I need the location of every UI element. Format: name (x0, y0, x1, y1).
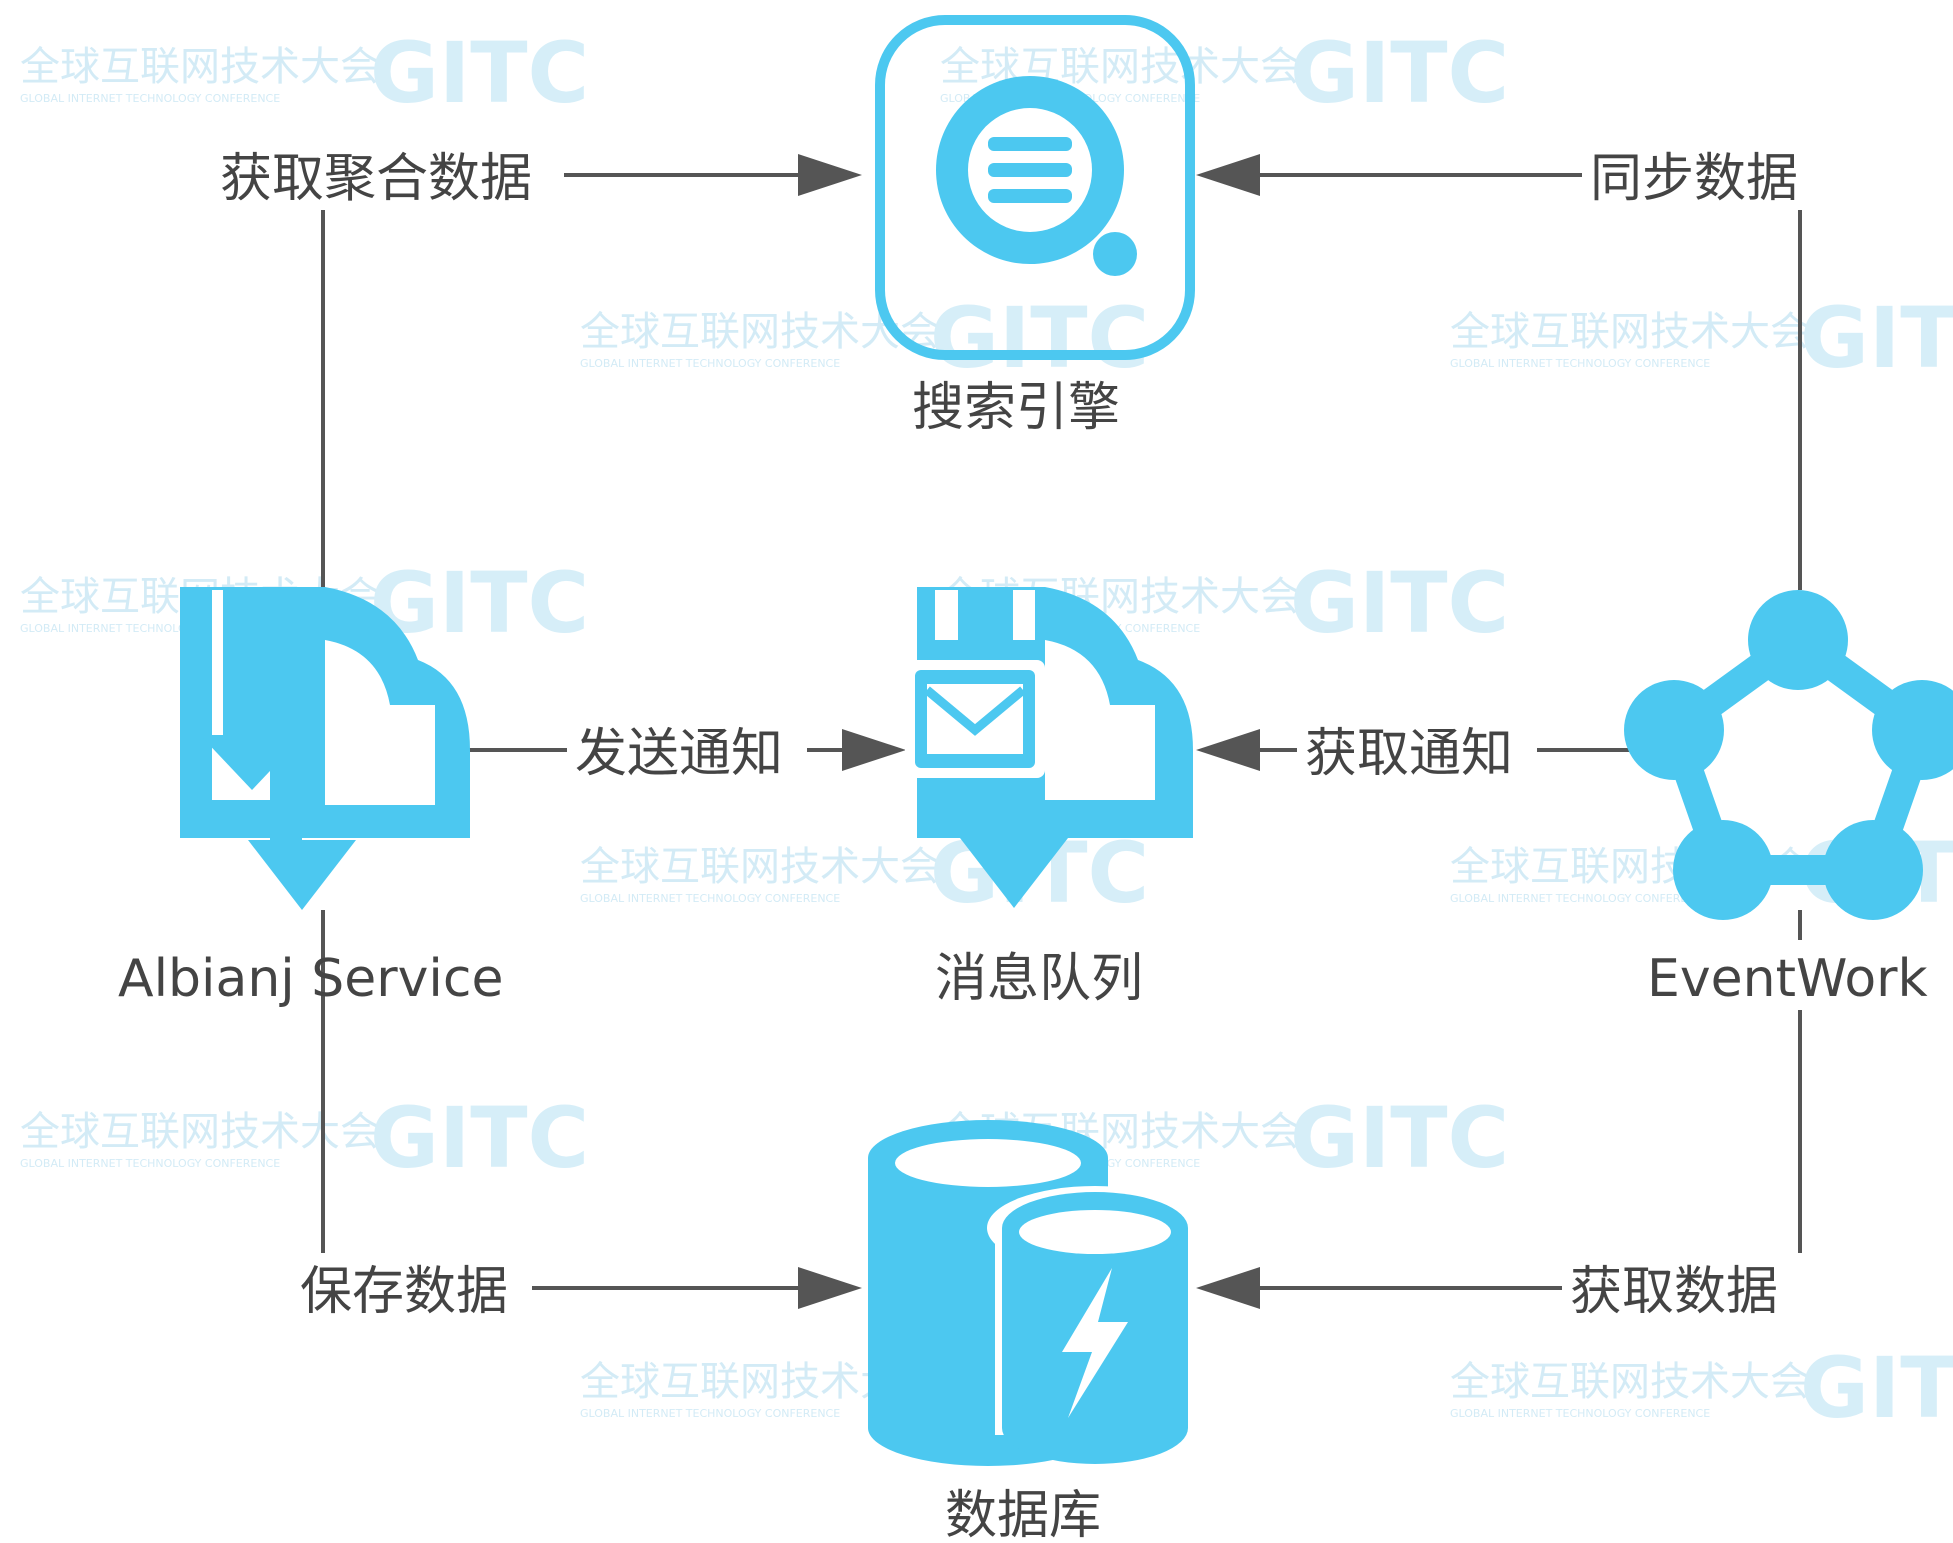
watermark-logo: GITC (1800, 1339, 1953, 1437)
watermark-subtext: GLOBAL INTERNET TECHNOLOGY CONFERENCE (580, 892, 840, 905)
watermark-subtext: GLOBAL INTERNET TECHNOLOGY CONFERENCE (20, 1157, 280, 1170)
arrowhead (1196, 729, 1260, 771)
node-label-database: 数据库 (945, 1486, 1101, 1543)
watermark-text: 全球互联网技术大会 (580, 309, 940, 355)
node-label-search-engine: 搜索引擎 (912, 378, 1120, 438)
network-pentagon-icon (1624, 590, 1953, 920)
watermark-logo: GITC (370, 554, 589, 652)
watermark-subtext: GLOBAL INTERNET TECHNOLOGY CONFERENCE (1450, 892, 1710, 905)
watermark-logo: GITC (930, 289, 1149, 387)
edge-labels: 获取聚合数据 同步数据 发送通知 获取通知 保存数据 获取数据 (212, 140, 1822, 1323)
watermark: 全球互联网技术大会 GLOBAL INTERNET TECHNOLOGY CON… (20, 24, 589, 122)
search-engine-frame (875, 15, 1195, 360)
arrowhead (798, 1267, 862, 1309)
watermark-subtext: GLOBAL INTERNET TECHNOLOGY CONFERENCE (20, 92, 280, 105)
arrowhead (1196, 154, 1260, 196)
edge-label-get-data: 获取数据 (1570, 1262, 1778, 1322)
edge-label-save-data: 保存数据 (300, 1262, 508, 1322)
node-label-albianj-service: Albianj Service (118, 949, 503, 1009)
arrowhead (1196, 1267, 1260, 1309)
watermark-text: 全球互联网技术大会 (20, 44, 380, 90)
node-label-message-queue: 消息队列 (935, 949, 1143, 1009)
watermark-logo: GITC (1290, 554, 1509, 652)
node-database: 数据库 (868, 1120, 1203, 1543)
watermark: 全球互联网技术大会 GLOBAL INTERNET TECHNOLOGY CON… (580, 289, 1149, 387)
watermark-subtext: GLOBAL INTERNET TECHNOLOGY CONFERENCE (580, 357, 840, 370)
node-search-engine: 搜索引擎 (875, 15, 1195, 438)
node-label-event-work: EventWork (1647, 949, 1928, 1009)
watermark-text: 全球互联网技术大会 (940, 44, 1300, 90)
watermark: 全球互联网技术大会 GLOBAL INTERNET TECHNOLOGY CON… (20, 1089, 589, 1187)
watermark-text: 全球互联网技术大会 (1450, 1359, 1810, 1405)
search-icon (936, 76, 1137, 276)
arrowhead (842, 729, 906, 771)
cloud-download-icon (180, 587, 470, 910)
watermark: 全球互联网技术大会 GLOBAL INTERNET TECHNOLOGY CON… (1450, 1339, 1953, 1437)
edge-label-send-notification: 发送通知 (575, 724, 783, 784)
watermark: 全球互联网技术大会 GLOBAL INTERNET TECHNOLOGY CON… (1450, 289, 1953, 387)
watermark-subtext: GLOBAL INTERNET TECHNOLOGY CONFERENCE (1450, 357, 1710, 370)
edge-label-get-notification: 获取通知 (1305, 724, 1513, 784)
watermark-logo: GITC (370, 1089, 589, 1187)
edge-label-sync-data: 同步数据 (1590, 149, 1798, 209)
watermark-text: 全球互联网技术大会 (580, 844, 940, 890)
watermark-text: 全球互联网技术大会 (1450, 309, 1810, 355)
node-event-work: EventWork (1624, 590, 1953, 1010)
mail-cloud-icon (905, 587, 1193, 908)
watermark-text: 全球互联网技术大会 (20, 1109, 380, 1155)
node-message-queue: 消息队列 (905, 587, 1193, 1009)
watermark-logo: GITC (1290, 1089, 1509, 1187)
database-bolt-icon (868, 1120, 1203, 1466)
edge-label-get-aggregated-data: 获取聚合数据 (220, 149, 532, 209)
node-albianj-service: Albianj Service (118, 587, 503, 1009)
watermark-logo: GITC (1290, 24, 1509, 122)
watermark-subtext: GLOBAL INTERNET TECHNOLOGY CONFERENCE (1450, 1407, 1710, 1420)
arrowhead (798, 154, 862, 196)
watermark-logo: GITC (1800, 289, 1953, 387)
watermark-logo: GITC (370, 24, 589, 122)
watermark-subtext: GLOBAL INTERNET TECHNOLOGY CONFERENCE (580, 1407, 840, 1420)
